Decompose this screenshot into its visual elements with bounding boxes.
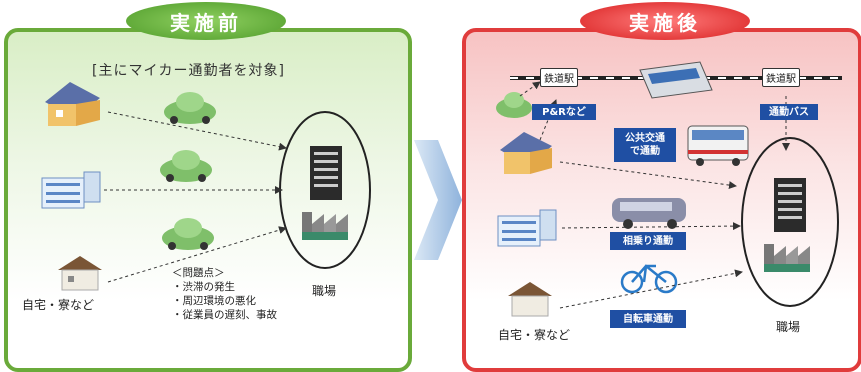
park-ride-label: P&Rなど: [532, 104, 596, 120]
problem-item: ・周辺環境の悪化: [172, 295, 256, 307]
park-ride-car-icon: [496, 92, 532, 118]
before-apartment-icon: [41, 171, 101, 209]
station-right: 鉄道駅: [762, 68, 800, 87]
house-to-station-arrow: [539, 99, 558, 141]
problems-heading: ＜問題点＞: [172, 267, 225, 279]
problems-box: ＜問題点＞ ・渋滞の発生 ・周辺環境の悪化 ・従業員の遅刻、事故: [172, 266, 277, 322]
after-apartment-icon: [497, 209, 557, 247]
before-house-icon-2: [58, 256, 102, 291]
bicycle-label: 自転車通勤: [610, 310, 686, 328]
after-house-icon-1: [500, 132, 552, 174]
before-commute-arrow-1: [107, 111, 287, 151]
before-car-icon-3: [162, 218, 214, 250]
after-title: 実施後: [580, 2, 750, 40]
before-car-icon-2: [160, 150, 212, 182]
carpool-van-icon: [612, 198, 686, 229]
before-workplace-label: 職場: [312, 284, 337, 298]
before-commute-arrow-3: [107, 226, 287, 283]
carpool-arrow: [561, 222, 741, 231]
after-house-icon-2: [508, 282, 552, 317]
after-workplace-circle: [741, 137, 839, 307]
bus-icon: [687, 125, 749, 166]
before-office-building-icon: [310, 146, 342, 200]
before-title: 実施前: [126, 2, 286, 40]
after-factory-icon: [764, 244, 810, 272]
before-house-icon-1: [45, 82, 100, 126]
public-transit-arrow: [559, 161, 737, 190]
before-factory-icon: [302, 212, 348, 240]
after-office-building-icon: [774, 178, 806, 232]
before-car-icon-1: [164, 92, 216, 124]
bicycle-arrow: [559, 269, 743, 309]
problem-item: ・従業員の遅刻、事故: [172, 309, 277, 321]
train-icon: [639, 61, 713, 99]
carpool-label: 相乗り通勤: [610, 232, 686, 250]
problem-item: ・渋滞の発生: [172, 281, 235, 293]
before-home-label: 自宅・寮など: [22, 298, 95, 312]
after-home-label: 自宅・寮など: [498, 328, 571, 342]
after-workplace-label: 職場: [776, 320, 801, 334]
before-subtitle: [主にマイカー通勤者を対象]: [92, 63, 285, 79]
public-transit-label: 公共交通 で通勤: [614, 128, 676, 162]
commuter-bus-label: 通勤バス: [760, 104, 818, 120]
station-left: 鉄道駅: [540, 68, 578, 87]
park-ride-arrow: [519, 81, 541, 97]
bicycle-icon: [620, 264, 678, 294]
transition-arrow: [414, 140, 462, 260]
